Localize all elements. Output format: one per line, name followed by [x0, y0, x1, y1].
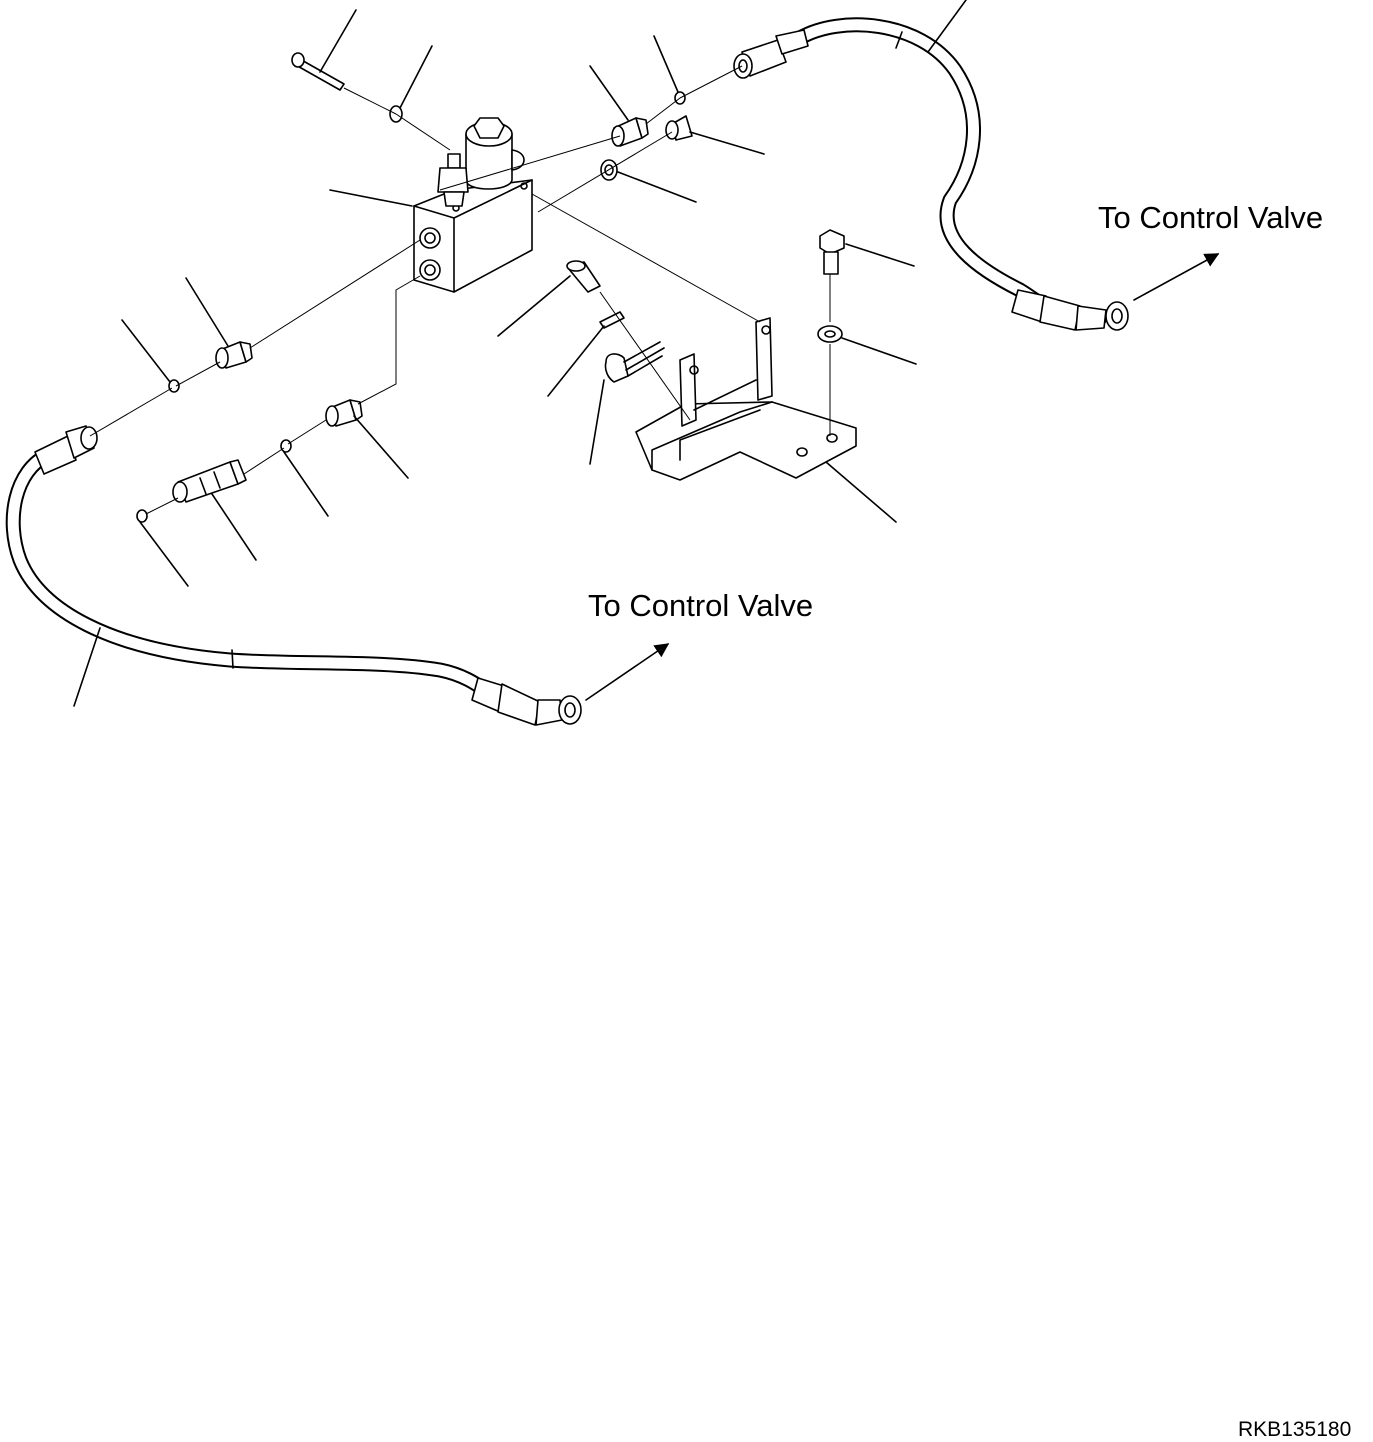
o-ring-left-lower: [280, 439, 292, 453]
small-bolt: [566, 260, 601, 293]
solenoid: [465, 117, 525, 190]
spacer-pin: [599, 311, 625, 329]
right-hose: [733, 0, 1129, 331]
fitting-upper: [611, 117, 649, 147]
right-hose-lower-fitting: [1011, 289, 1129, 331]
fitting-left-upper: [215, 341, 253, 369]
drawing-code: RKB135180: [1238, 1418, 1352, 1441]
fitting-left-lower: [325, 399, 363, 427]
leader-lines: [121, 9, 917, 587]
relief-cartridge: [437, 153, 469, 207]
assembly-lines: [89, 65, 831, 515]
to-control-valve-label-right: To Control Valve: [1098, 200, 1324, 235]
to-control-valve-label-left: To Control Valve: [588, 588, 814, 623]
sensor-fitting: [172, 459, 247, 503]
left-hose: [5, 425, 582, 726]
right-hose-upper-fitting: [733, 29, 809, 79]
left-hose-upper-fitting: [34, 425, 98, 475]
bracket-bolt: [819, 229, 845, 275]
mounting-bolt-long: [291, 52, 345, 91]
left-hose-lower-fitting: [471, 677, 582, 726]
cable-clip: [604, 341, 665, 383]
plug-upper: [665, 115, 693, 141]
bracket: [635, 317, 857, 481]
o-ring-sensor: [136, 509, 148, 523]
bracket-washer: [817, 325, 843, 343]
o-ring-left-upper: [168, 379, 180, 393]
arrow-to-control-valve-right: [1133, 253, 1220, 301]
valve-block: [413, 117, 533, 293]
arrow-to-control-valve-left: [585, 643, 670, 701]
